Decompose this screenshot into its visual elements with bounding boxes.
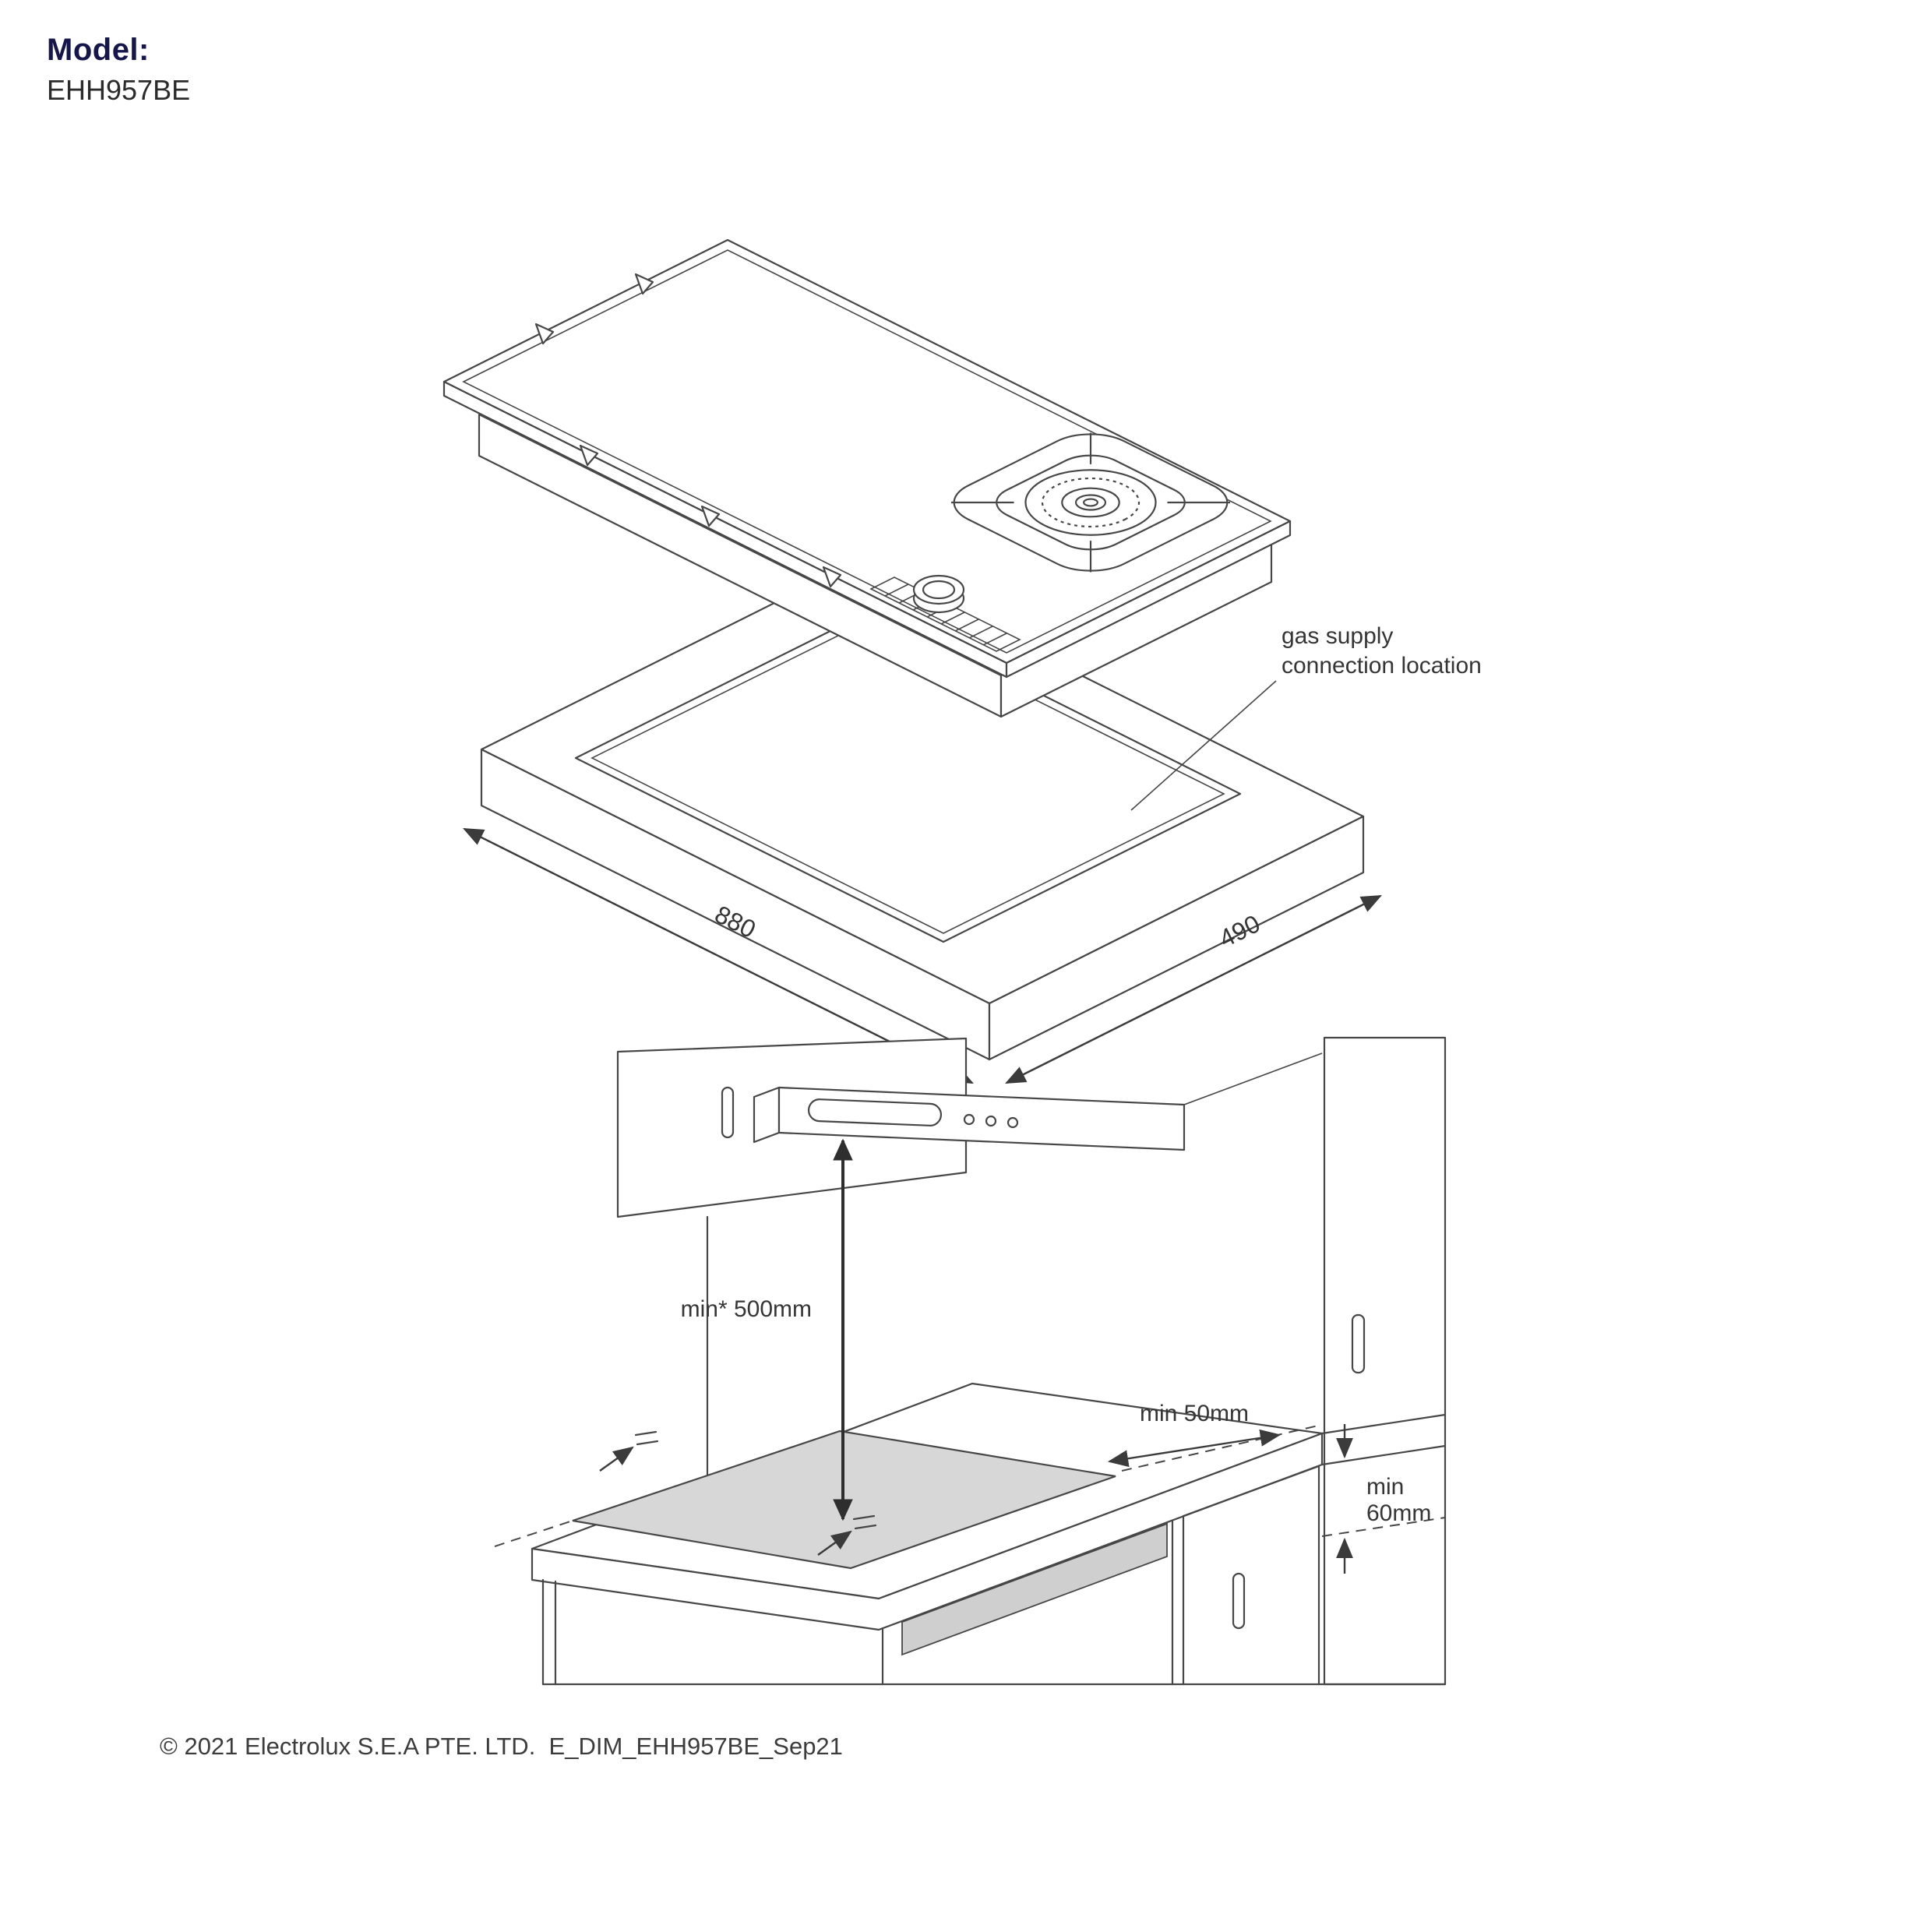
base-cabinet-handle (1232, 1572, 1246, 1630)
gas-supply-label-line1: gas supply (1282, 623, 1393, 649)
flush-mark-left (599, 1430, 659, 1472)
side-clearance-label: min 50mm (1140, 1401, 1249, 1426)
gas-burner (935, 425, 1247, 580)
kitchen-view: min* 500mm min 50mm min 60mm (494, 1036, 1447, 1686)
wall-cabinet-handle (721, 1086, 735, 1139)
model-label: Model: (47, 33, 150, 67)
hood-button (985, 1115, 997, 1127)
tall-cabinet-handle (1351, 1313, 1366, 1374)
hood-button (1007, 1116, 1019, 1129)
tall-cabinet (1323, 1036, 1447, 1686)
gas-supply-callout: gas supply connection location (1130, 623, 1482, 811)
copyright-note: © 2021 Electrolux S.E.A PTE. LTD. E_DIM_… (160, 1733, 843, 1760)
exploded-view: 880 490 gas supply connection location (442, 238, 1482, 1084)
cabinet-door (1182, 1465, 1320, 1686)
base-cabinets (541, 1465, 1447, 1686)
gas-supply-label-line2: connection location (1282, 653, 1482, 679)
hob-slab (442, 238, 1292, 718)
dim-under-clearance: min 60mm (1320, 1413, 1447, 1574)
control-knob (912, 574, 965, 614)
model-number: EHH957BE (47, 74, 191, 106)
under-clearance-label-mm: 60mm (1366, 1500, 1431, 1526)
hood-control-strip (807, 1098, 943, 1126)
cooker-hood (753, 1086, 1186, 1151)
hood-clearance-label: min* 500mm (681, 1296, 812, 1322)
header: Model: EHH957BE (47, 33, 190, 107)
mounting-clips (534, 273, 842, 588)
under-clearance-label-min: min (1366, 1474, 1404, 1500)
duct-line (1183, 1052, 1323, 1105)
dim-hood-clearance: min* 500mm (681, 1138, 853, 1521)
flush-mark-center (817, 1514, 877, 1556)
hood-button (963, 1113, 975, 1126)
cabinet-recess-shade (901, 1522, 1168, 1656)
dim-side-clearance: min 50mm (1107, 1401, 1282, 1468)
